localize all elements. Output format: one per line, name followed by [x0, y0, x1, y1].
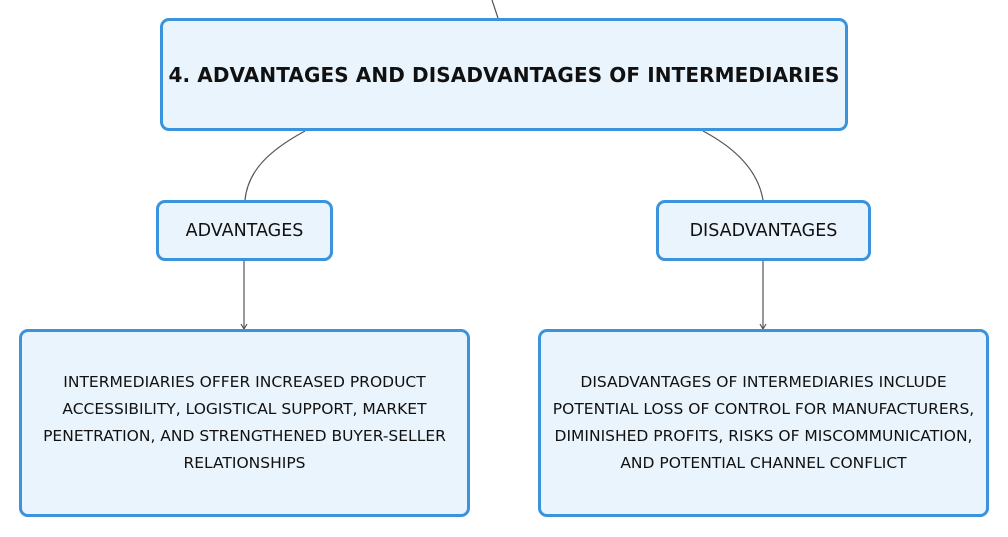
- advantages-detail-node[interactable]: INTERMEDIARIES OFFER INCREASED PRODUCT A…: [19, 329, 470, 517]
- connector-title-to-advantages: [244, 130, 306, 201]
- disadvantages-detail-node[interactable]: DISADVANTAGES OF INTERMEDIARIES INCLUDE …: [538, 329, 989, 517]
- disadvantages-node[interactable]: DISADVANTAGES: [656, 200, 871, 261]
- advantages-label: ADVANTAGES: [185, 220, 304, 241]
- disadvantages-label: DISADVANTAGES: [689, 220, 838, 241]
- title-node[interactable]: 4. ADVANTAGES AND DISADVANTAGES OF INTER…: [160, 18, 848, 131]
- incoming-connector: [491, 0, 499, 19]
- advantages-detail-text: INTERMEDIARIES OFFER INCREASED PRODUCT A…: [43, 373, 446, 472]
- title-text: 4. ADVANTAGES AND DISADVANTAGES OF INTER…: [168, 62, 840, 87]
- advantages-node[interactable]: ADVANTAGES: [156, 200, 333, 261]
- connector-title-to-disadvantages: [702, 130, 764, 201]
- disadvantages-detail-text: DISADVANTAGES OF INTERMEDIARIES INCLUDE …: [552, 373, 975, 472]
